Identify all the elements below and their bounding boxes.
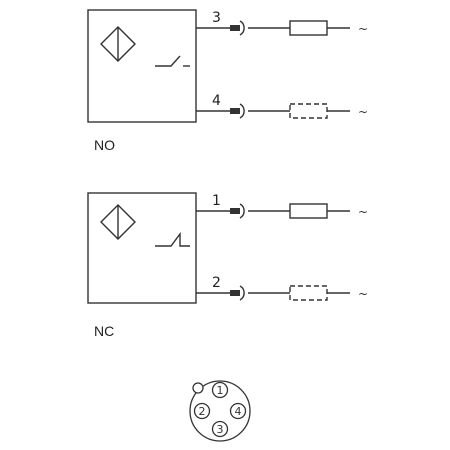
connector-pinout	[189, 380, 251, 442]
connector-key-notch	[192, 382, 204, 394]
no-supply-1: ~	[358, 22, 368, 36]
no-load-dashed	[289, 103, 328, 119]
nc-pin-1-label: 1	[212, 193, 221, 209]
no-switch-symbol-icon	[155, 55, 181, 67]
no-caption: NO	[94, 137, 115, 153]
nc-pin-2-circuit	[196, 285, 350, 301]
nc-load-resistor	[289, 203, 328, 219]
connector-pin-4-label: 4	[235, 405, 242, 418]
connector-body	[189, 380, 251, 442]
connector-pin-1-label: 1	[217, 384, 224, 397]
connector-pin-3-label: 3	[217, 423, 224, 436]
connector-pin-2-label: 2	[199, 405, 206, 418]
no-pin-4-label: 4	[212, 93, 221, 109]
no-pin-3-circuit	[196, 20, 350, 36]
connector-pin-4-ring	[229, 402, 247, 420]
no-load-resistor	[289, 20, 328, 36]
nc-pin-2-label: 2	[212, 275, 221, 291]
no-sensor-box	[87, 9, 197, 123]
no-pin-4-circuit	[196, 103, 350, 119]
nc-sensor-box	[87, 192, 197, 304]
connector-pin-3-ring	[211, 420, 229, 438]
connector-pin-1-ring	[211, 381, 229, 399]
nc-diagram	[87, 192, 350, 304]
nc-sensor-symbol-icon	[100, 204, 136, 240]
connector-pin-2-ring	[193, 402, 211, 420]
no-sensor-symbol-icon	[100, 26, 136, 62]
no-supply-2: ~	[358, 105, 368, 119]
nc-load-dashed	[289, 285, 328, 301]
nc-supply-2: ~	[358, 287, 368, 301]
nc-caption: NC	[94, 323, 114, 339]
nc-pin-1-circuit	[196, 203, 350, 219]
nc-switch-symbol-icon	[155, 231, 190, 247]
nc-supply-1: ~	[358, 205, 368, 219]
no-pin-3-label: 3	[212, 10, 221, 26]
no-diagram	[87, 9, 350, 123]
